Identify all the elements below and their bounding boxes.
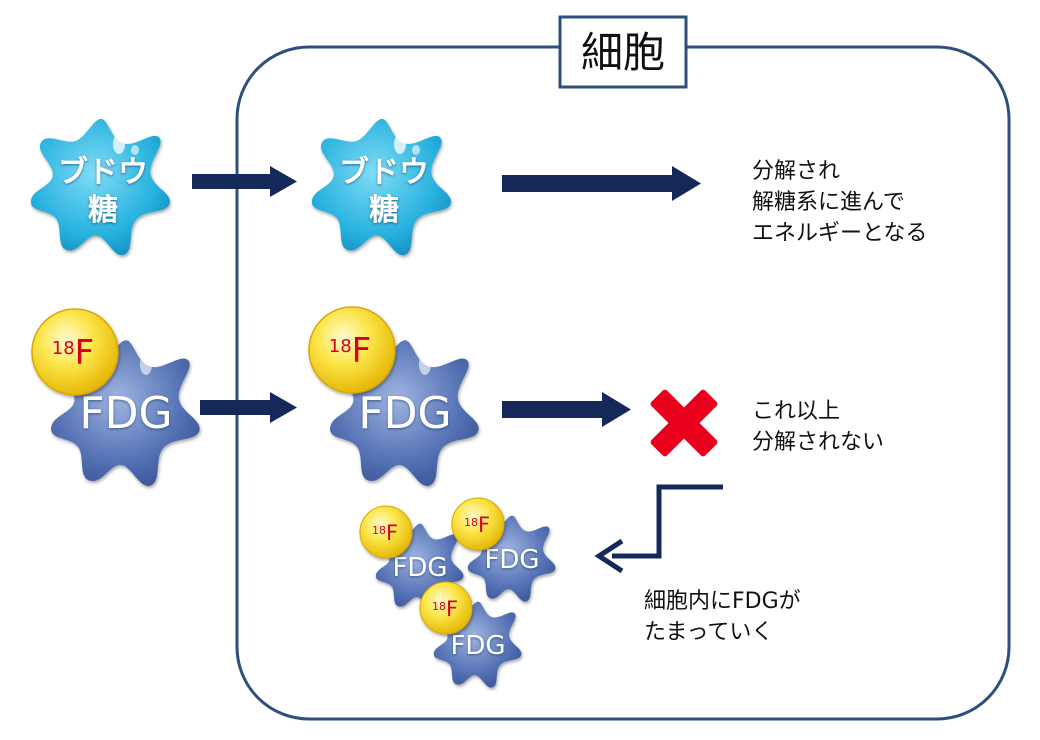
isotope-symbol: F: [446, 597, 458, 621]
arrow-glucose-into-cell: [192, 166, 297, 197]
fdg-molecule-small: FDG: [375, 523, 464, 610]
f18-isotope-outside: 18F: [31, 308, 119, 396]
glucose-molecule-inside: ブドウ 糖: [311, 118, 451, 256]
fdg-label: FDG: [358, 388, 451, 439]
caption-fdg-not-metabolized: これ以上 分解されない: [752, 396, 884, 458]
fdg-molecule-small: FDG: [467, 515, 556, 602]
caption-line: これ以上: [752, 399, 841, 424]
svg-text:18F: 18F: [464, 513, 490, 537]
svg-text:18F: 18F: [432, 597, 458, 621]
caption-line: 分解されない: [752, 430, 885, 455]
isotope-symbol: F: [386, 521, 398, 545]
glucose-label-line1: ブドウ: [339, 155, 429, 190]
fdg-molecule-inside: FDG: [330, 340, 479, 486]
caption-line: 解糖系に進んで: [752, 190, 905, 215]
fdg-label: FDG: [450, 631, 505, 661]
caption-line: 分解され: [752, 159, 841, 184]
isotope-symbol: F: [352, 331, 372, 371]
f18-isotope-small: 18F: [419, 581, 473, 635]
glucose-molecule-outside: ブドウ 糖: [30, 118, 170, 256]
caption-line: たまっていく: [644, 620, 774, 645]
glucose-label-line2: 糖: [369, 193, 399, 228]
arrow-fdg-blocked: [502, 392, 631, 427]
isotope-symbol: F: [75, 333, 95, 373]
glucose-label-line1: ブドウ: [58, 155, 148, 190]
isotope-mass: 18: [464, 516, 478, 529]
caption-line: エネルギーとなる: [752, 221, 928, 246]
fdg-label: FDG: [79, 388, 172, 439]
fdg-cluster: FDG 18F FDG 18F FDG 18F: [359, 497, 556, 688]
arrow-fdg-into-cell: [200, 392, 297, 423]
arrow-glucose-metabolized: [502, 166, 701, 201]
cross-mark-icon: [650, 389, 718, 457]
fdg-molecule-outside: FDG: [51, 340, 200, 486]
glucose-label-line2: 糖: [88, 193, 118, 228]
f18-isotope-inside: 18F: [308, 306, 396, 394]
svg-text:18F: 18F: [329, 331, 371, 371]
isotope-symbol: F: [478, 513, 490, 537]
svg-text:18F: 18F: [372, 521, 398, 545]
caption-glucose-metabolism: 分解され 解糖系に進んで エネルギーとなる: [752, 156, 927, 249]
isotope-mass: 18: [52, 338, 75, 359]
isotope-mass: 18: [372, 524, 386, 537]
f18-isotope-small: 18F: [359, 505, 413, 559]
arrow-accumulation: [594, 484, 723, 574]
fdg-label: FDG: [392, 553, 447, 583]
f18-isotope-small: 18F: [451, 497, 505, 551]
fdg-molecule-small: FDG: [433, 601, 522, 688]
cell-title-box: 細胞: [558, 15, 688, 89]
caption-fdg-accumulation: 細胞内にFDGが たまっていく: [644, 586, 801, 648]
caption-line: 細胞内にFDGが: [644, 589, 801, 614]
isotope-mass: 18: [329, 336, 352, 357]
fdg-label: FDG: [484, 545, 539, 575]
cell-title: 細胞: [581, 28, 665, 77]
isotope-mass: 18: [432, 600, 446, 613]
svg-text:18F: 18F: [52, 333, 94, 373]
